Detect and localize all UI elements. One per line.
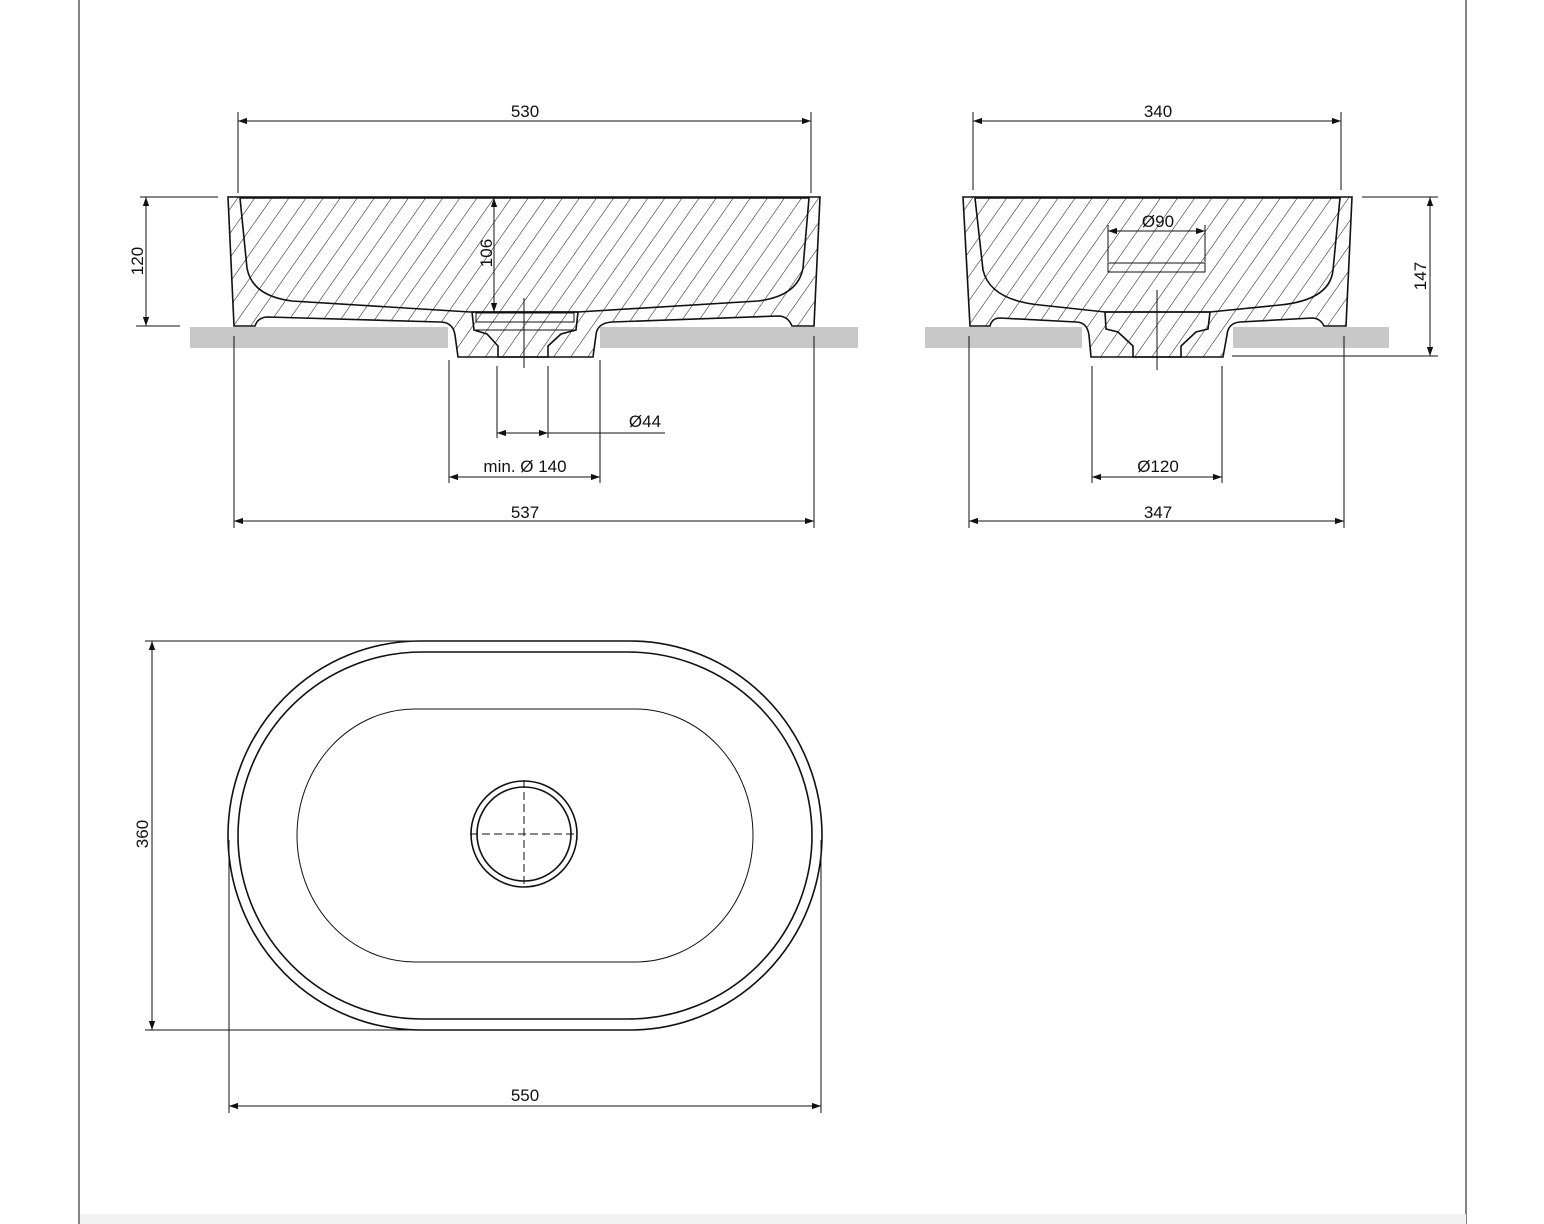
basin-bowl-outline [296,708,754,963]
dim-inner-depth: 106 [477,239,496,267]
dim-length: 550 [511,1086,539,1105]
side-section-view: Ø90 340 147 Ø120 347 [925,102,1438,528]
dim-top-width: 530 [511,102,539,121]
countertop-right [1233,327,1389,348]
dim-top-width: 340 [1144,102,1172,121]
countertop-left [925,327,1082,348]
drain-plug [1107,262,1206,273]
page-bottom-band [80,1214,1466,1224]
top-plan-view: 360 550 [133,640,823,1113]
dim-height: 120 [128,247,147,275]
dim-plug-diameter: Ø90 [1142,212,1174,231]
front-section-view: 530 120 106 Ø44 min. Ø 140 537 [128,102,858,528]
drain-plug [475,312,575,323]
dim-height: 147 [1411,262,1430,290]
dim-hole: Ø120 [1137,457,1179,476]
countertop-left [190,327,448,348]
basin-inner-rim [237,651,813,1020]
dim-waste-diameter: Ø44 [629,412,661,431]
dim-base-width: 537 [511,503,539,522]
dim-depth: 360 [133,820,152,848]
dim-base-width: 347 [1144,503,1172,522]
basin-outer-rim [227,640,823,1031]
drain-cavity [471,311,579,358]
countertop-right [600,327,858,348]
basin-section-solid [227,196,821,358]
basin-section-solid [962,196,1353,358]
drain-cavity [1104,311,1211,358]
dim-min-hole: min. Ø 140 [483,457,566,476]
